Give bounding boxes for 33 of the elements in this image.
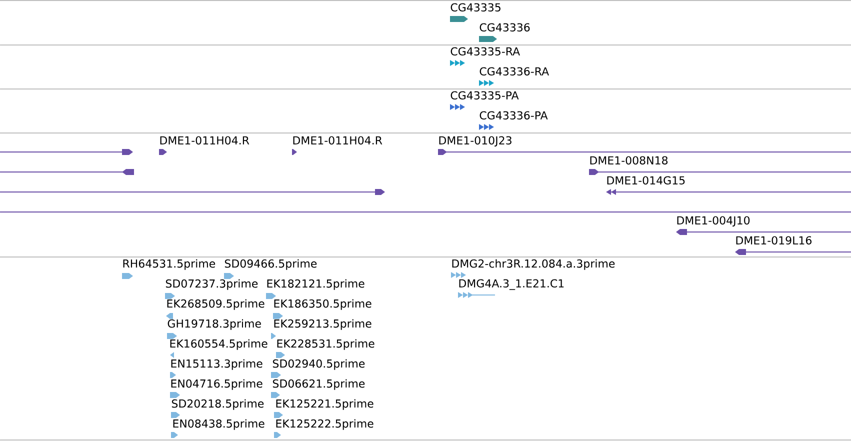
feature-name: DME1-008N18 xyxy=(590,156,668,165)
feature-name: EK160554.5prime xyxy=(170,339,268,350)
feature-name: DME1-010J23 xyxy=(439,136,512,147)
feature-name: SD07237.3prime xyxy=(166,279,258,290)
feature-name: DME1-011H04.R xyxy=(160,136,250,145)
feature-name: SD20218.5prime xyxy=(172,399,264,410)
feature-name: CG43336 xyxy=(480,23,530,32)
feature-name: EK268509.5prime xyxy=(167,299,264,310)
feature-name: EN08438.5prime xyxy=(173,419,264,430)
feature-name: CG43335-PA xyxy=(450,91,519,100)
feature-name: SD09466.5prime xyxy=(224,259,317,270)
feature-name: EK125221.5prime xyxy=(276,399,374,410)
feature-name: SD02940.5prime xyxy=(272,359,365,370)
feature-name: EN15113.3prime xyxy=(171,359,262,370)
feature-name: EK125222.5prime xyxy=(276,419,374,430)
feature-name: EK259213.5prime xyxy=(274,319,372,330)
feature-name: EN04716.5prime xyxy=(171,379,262,390)
feature-name: DME1-011H04.R xyxy=(293,136,382,145)
feature-name: DMG2-chr3R.12.084.a.3prime xyxy=(452,259,615,270)
feature-name: EK228531.5prime xyxy=(277,339,374,350)
feature-name: RH64531.5prime xyxy=(123,259,216,270)
feature-name: SD06621.5prime xyxy=(272,379,365,390)
feature-name: CG43335 xyxy=(450,3,500,12)
feature-name: CG43336-PA xyxy=(480,111,548,120)
feature-name: GH19718.3prime xyxy=(168,319,261,330)
feature-name: DMG4A.3_1.E21.C1 xyxy=(459,279,564,290)
feature-name: DME1-014G15 xyxy=(607,176,685,185)
feature-name: DME1-019L16 xyxy=(736,236,812,245)
feature-name: CG43336-RA xyxy=(480,67,549,76)
feature-name: EK186350.5prime xyxy=(274,299,372,310)
feature-name: CG43335-RA xyxy=(450,47,520,56)
feature-name: EK182121.5prime xyxy=(267,279,364,290)
feature-name: DME1-004J10 xyxy=(677,216,750,227)
